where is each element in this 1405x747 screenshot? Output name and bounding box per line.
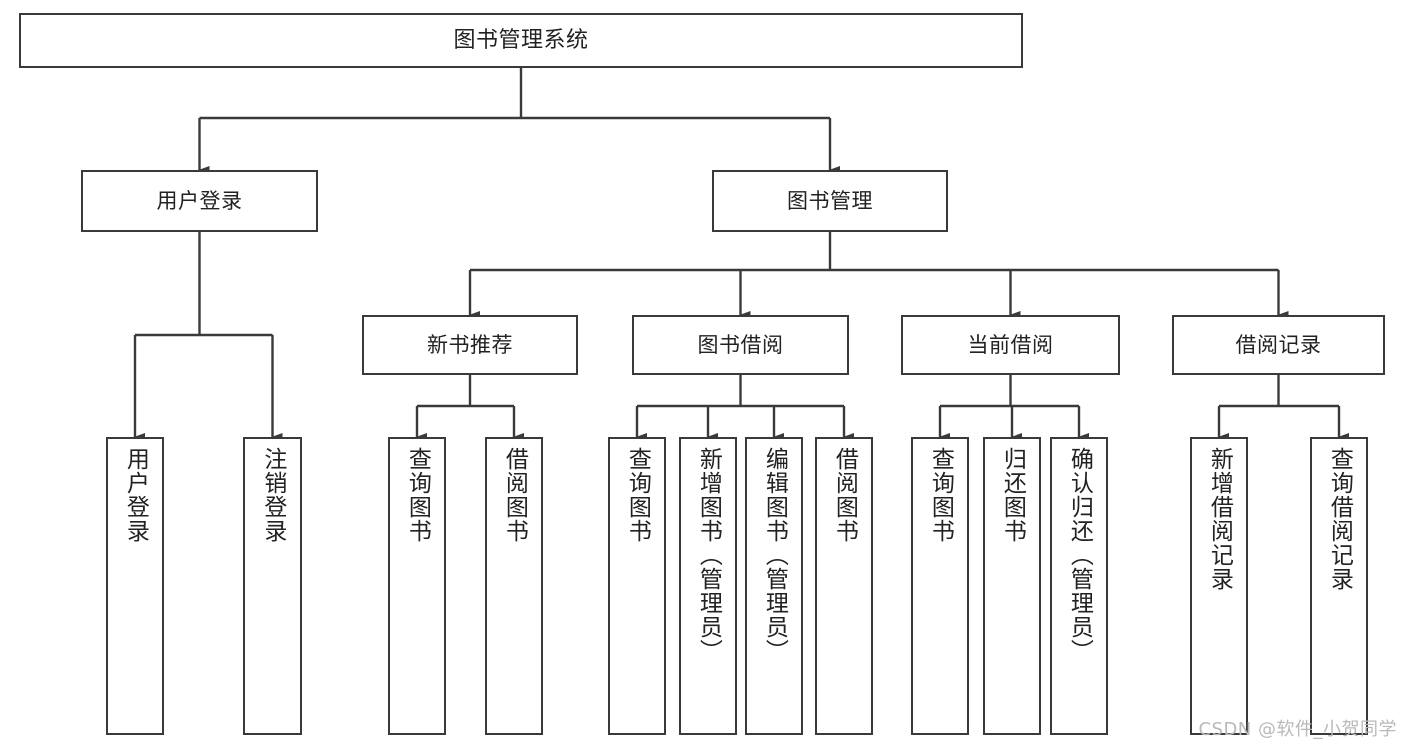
node-book-manage: 图书管理 xyxy=(712,170,948,232)
node-leaf-query-book-2: 查询图书 xyxy=(608,437,666,735)
node-book-borrow: 图书借阅 xyxy=(632,315,849,375)
node-leaf-confirm-ret: 确认归还（管理员） xyxy=(1050,437,1108,735)
node-new-book-rec: 新书推荐 xyxy=(362,315,578,375)
node-label: 图书管理 xyxy=(787,188,873,213)
node-label: 图书借阅 xyxy=(697,332,784,357)
node-label: 注销登录 xyxy=(259,447,286,543)
node-label: 查询图书 xyxy=(927,447,954,543)
node-label: 图书管理系统 xyxy=(453,27,589,53)
node-leaf-borrow-book-1: 借阅图书 xyxy=(485,437,543,735)
node-leaf-return-book: 归还图书 xyxy=(983,437,1041,735)
node-label: 用户登录 xyxy=(122,447,149,543)
node-leaf-edit-book: 编辑图书（管理员） xyxy=(745,437,803,735)
node-label: 新书推荐 xyxy=(427,332,513,357)
watermark-credit: CSDN @软件_小贺同学 xyxy=(1198,719,1397,740)
node-leaf-query-record: 查询借阅记录 xyxy=(1310,437,1368,735)
node-label: 编辑图书（管理员） xyxy=(761,447,788,663)
node-label: 新增借阅记录 xyxy=(1206,447,1233,591)
node-leaf-add-record: 新增借阅记录 xyxy=(1190,437,1248,735)
node-label: 确认归还（管理员） xyxy=(1066,447,1093,663)
node-borrow-record: 借阅记录 xyxy=(1172,315,1385,375)
node-leaf-borrow-book-2: 借阅图书 xyxy=(815,437,873,735)
node-leaf-query-book-1: 查询图书 xyxy=(388,437,446,735)
node-label: 用户登录 xyxy=(156,188,243,213)
node-label: 归还图书 xyxy=(999,447,1026,543)
node-label: 查询图书 xyxy=(404,447,431,543)
node-label: 当前借阅 xyxy=(967,332,1054,357)
node-label: 新增图书（管理员） xyxy=(695,447,722,663)
node-user-login: 用户登录 xyxy=(81,170,318,232)
node-leaf-user-login: 用户登录 xyxy=(106,437,164,735)
node-label: 借阅图书 xyxy=(831,447,858,543)
wire-layer xyxy=(133,68,1349,441)
node-leaf-query-book-3: 查询图书 xyxy=(911,437,969,735)
node-label: 借阅图书 xyxy=(501,447,528,543)
node-label: 借阅记录 xyxy=(1235,332,1322,357)
node-leaf-add-book: 新增图书（管理员） xyxy=(679,437,737,735)
node-root: 图书管理系统 xyxy=(19,13,1023,68)
node-label: 查询借阅记录 xyxy=(1326,447,1353,591)
node-leaf-user-logout: 注销登录 xyxy=(243,437,302,735)
node-current-borrow: 当前借阅 xyxy=(901,315,1120,375)
node-label: 查询图书 xyxy=(624,447,651,543)
